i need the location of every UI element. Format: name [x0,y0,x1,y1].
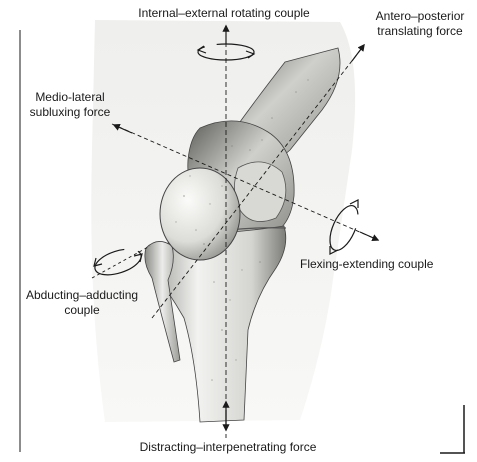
patella [160,168,240,260]
flexing-couple-label: Flexing-extending couple [300,257,470,272]
translating-force-label: Antero–posterior translating force [364,9,476,39]
rotating-couple-label: Internal–external rotating couple [124,6,324,21]
antero-posterior-arrow-top [352,45,364,61]
medio-lateral-arrow-right [360,232,378,240]
abducting-couple-label: Abducting–adducting couple [12,288,152,318]
lateral-condyle [234,162,285,222]
subluxing-force-label: Medio-lateral subluxing force [14,90,126,120]
distracting-force-label: Distracting–interpenetrating force [112,440,344,455]
